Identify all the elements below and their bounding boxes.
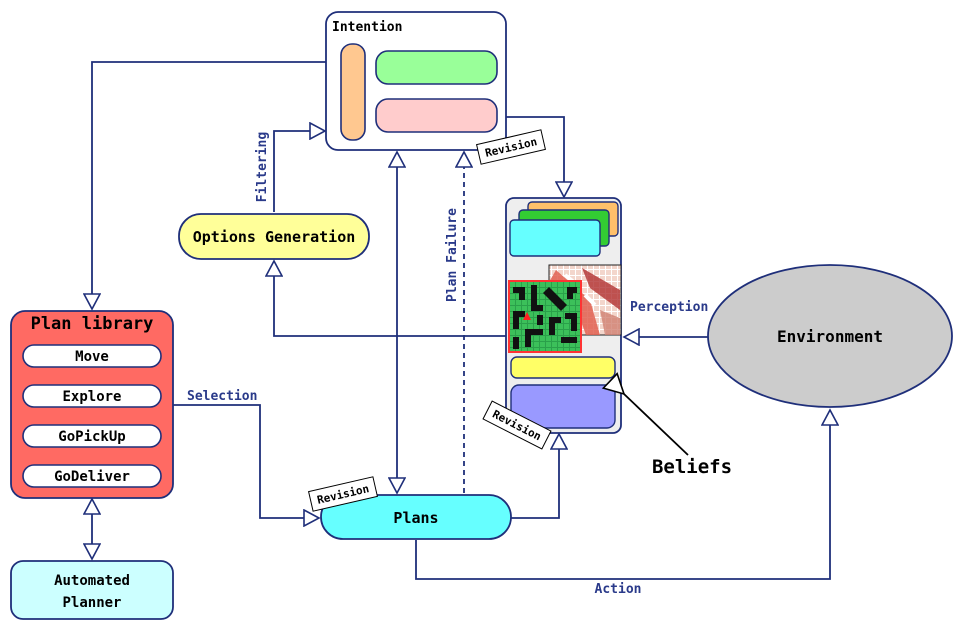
plan-item-move-label: Move — [75, 349, 109, 365]
plan-item-gopickup-label: GoPickUp — [58, 429, 125, 445]
beliefs-pointer — [601, 372, 689, 456]
edge-action — [415, 410, 830, 580]
plan-failure-label: Plan Failure — [445, 208, 460, 302]
plan-item-godeliver-label: GoDeliver — [54, 469, 130, 485]
beliefs-gridmap-image — [508, 280, 582, 353]
edge-selection — [173, 404, 319, 518]
automated-planner-line2: Planner — [62, 595, 121, 611]
options-generation-node: Options Generation — [178, 213, 370, 260]
plan-item-explore — [22, 384, 162, 408]
automated-planner-line1: Automated — [54, 573, 130, 589]
intention-pink-item — [375, 98, 498, 133]
beliefs-title: Beliefs — [652, 456, 732, 478]
plan-item-explore-label: Explore — [62, 389, 121, 405]
beliefs-yellow-item — [510, 356, 616, 379]
intention-node: Intention — [325, 11, 507, 151]
environment-node: Environment — [707, 264, 953, 408]
plan-item-move — [22, 344, 162, 368]
filtering-label: Filtering — [255, 132, 270, 202]
selection-label: Selection — [187, 389, 257, 404]
edge-beliefs-to-options — [274, 261, 506, 337]
options-generation-title: Options Generation — [193, 228, 356, 246]
perception-label: Perception — [630, 300, 708, 315]
plan-library-title: Plan library — [31, 314, 154, 334]
intention-green-item — [375, 50, 498, 85]
beliefs-purple-item — [510, 384, 616, 429]
beliefs-card-cyan — [509, 219, 601, 257]
intention-stack-bar — [340, 43, 366, 141]
edge-intention-to-plan-library — [92, 61, 326, 309]
beliefs-node — [505, 197, 622, 434]
edge-intention-to-beliefs — [506, 116, 564, 197]
intention-title: Intention — [332, 20, 402, 35]
environment-title: Environment — [777, 327, 883, 346]
action-label: Action — [595, 582, 642, 597]
plan-library-node: Plan library Move Explore GoPickUp GoDel… — [10, 310, 174, 499]
edge-plans-to-beliefs — [511, 434, 559, 519]
plan-item-godeliver — [22, 464, 162, 488]
plan-item-gopickup — [22, 424, 162, 448]
plans-node: Plans — [320, 494, 512, 540]
automated-planner-node: Automated Planner — [10, 560, 174, 620]
plans-title: Plans — [393, 509, 438, 527]
edge-filtering — [273, 131, 325, 212]
edges — [92, 61, 830, 580]
